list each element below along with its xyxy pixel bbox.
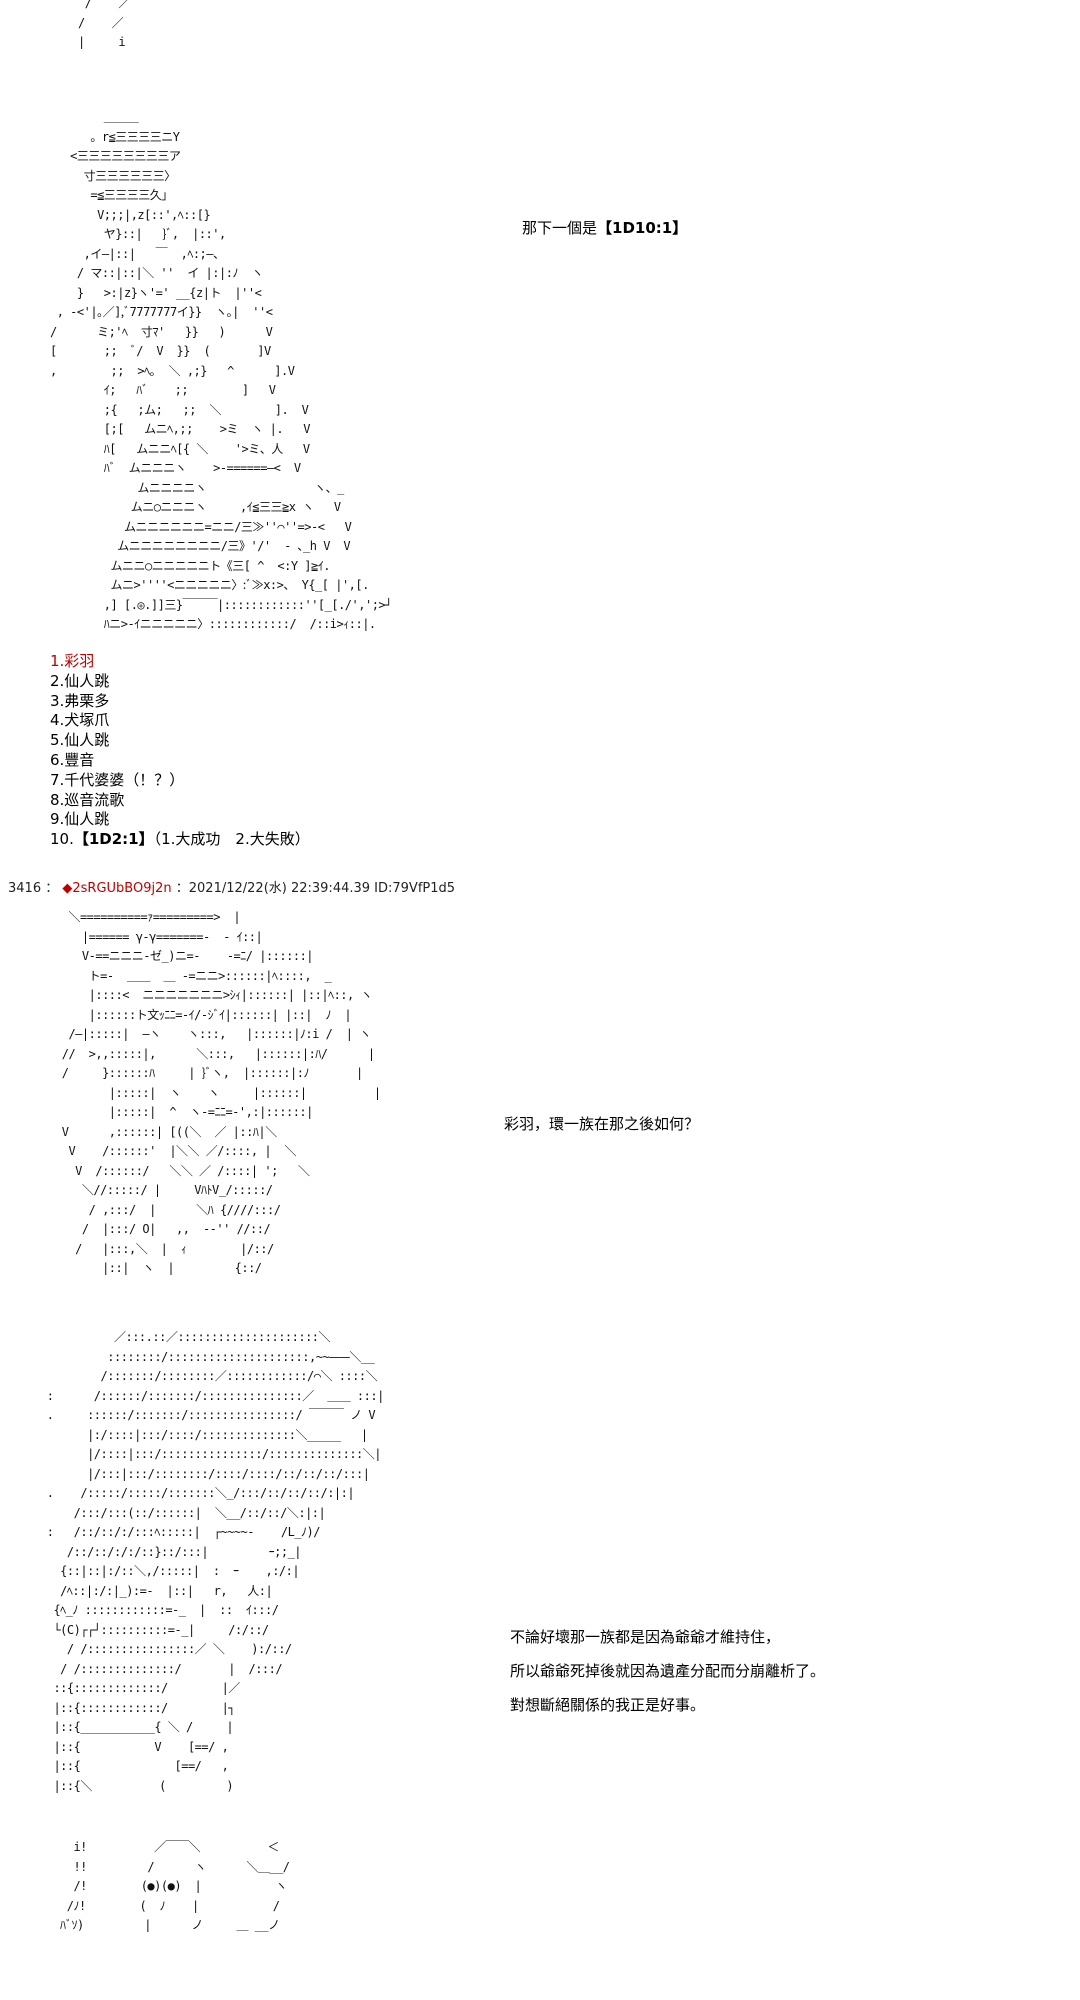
- choice-list: 1.彩羽 2.仙人跳 3.弗栗多 4.犬塚爪 5.仙人跳 6.豐音 7.千代婆婆…: [50, 652, 310, 850]
- choice-outcomes: （1.大成功 2.大失敗）: [153, 830, 310, 849]
- choice-item: 6.豐音: [50, 750, 95, 769]
- choice-item: 5.仙人跳: [50, 731, 110, 750]
- ascii-art-fragment-top: / ／ / ／ | i: [78, 0, 130, 49]
- choice-item: 10.【1D2:1】（1.大成功 2.大失敗）: [50, 830, 310, 850]
- ascii-art-bottom: i! ／￣￣＼ ＜ !! / ヽ ＼＿__/ /! (●)(●) | ヽ /ﾉ!…: [60, 1840, 290, 1932]
- choice-item: 4.犬塚爪: [50, 711, 110, 730]
- separator: ：: [45, 881, 59, 896]
- choice-number: 10.: [50, 830, 74, 849]
- choice-item: 2.仙人跳: [50, 671, 110, 690]
- answer-paragraph: 不論好壞那一族都是因為爺爺才維持住， 所以爺爺死掉後就因為遺產分配而分崩離析了。…: [510, 1620, 825, 1722]
- choice-item: 3.弗栗多: [50, 691, 110, 710]
- dice-result: 【1D2:1】: [73, 830, 154, 849]
- post-header: 3416 ： ◆2sRGUbBO9j2n ：2021/12/22(水) 22:3…: [8, 880, 455, 898]
- poster-trip: 2sRGUbBO9j2n: [72, 881, 172, 896]
- ascii-art-figure-1: ＿＿＿ 。r≦三三三三ニY <三三三三三三三三ア 寸三三三三三三〉 =≦三三三三…: [50, 110, 427, 638]
- narration-text: 那下一個是: [522, 219, 598, 237]
- trip-diamond-icon: ◆: [62, 881, 73, 896]
- answer-line: 對想斷絕關係的我正是好事。: [510, 1696, 706, 1714]
- question-line: 彩羽，環一族在那之後如何？: [504, 1115, 700, 1133]
- choice-item: 1.彩羽: [50, 652, 95, 670]
- dice-result: 【1D10:1】: [597, 219, 688, 237]
- ascii-art-figure-2: ＼==========ｧ=========> | |====== γ-γ====…: [61, 910, 381, 1275]
- answer-line: 所以爺爺死掉後就因為遺產分配而分崩離析了。: [510, 1662, 826, 1680]
- answer-line: 不論好壞那一族都是因為爺爺才維持住，: [510, 1628, 781, 1646]
- narration-line: 那下一個是【1D10:1】: [522, 218, 687, 238]
- choice-item: 8.巡音流歌: [50, 790, 125, 809]
- choice-item: 7.千代婆婆（！？）: [50, 770, 185, 789]
- post-number[interactable]: 3416: [8, 881, 42, 896]
- choice-item: 9.仙人跳: [50, 810, 110, 829]
- ascii-art-figure-3: ／:::.::／:::::::::::::::::::::＼ ::::::::/…: [46, 1330, 385, 1793]
- post-datetime-id: ：2021/12/22(水) 22:39:44.39 ID:79VfP1d5: [175, 881, 456, 896]
